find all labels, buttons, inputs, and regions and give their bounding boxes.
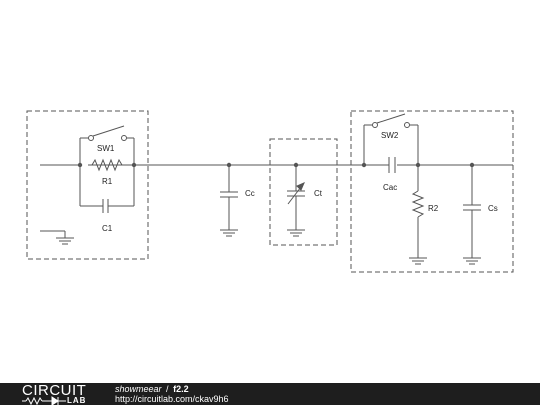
author-name[interactable]: showmeear — [115, 384, 162, 394]
group-box-left — [26, 110, 149, 260]
resistor-diode-icon — [22, 396, 66, 405]
footer-bar: CIRCUIT LAB showmeear / f2.2 http://circ… — [0, 383, 540, 405]
circuit-name[interactable]: f2.2 — [173, 384, 189, 394]
sw1-switch — [79, 125, 135, 165]
label-r2: R2 — [428, 204, 439, 213]
schematic-canvas: SW1 R1 C1 Cc Ct SW2 Cac R2 Cs — [26, 110, 514, 273]
junction-dots — [77, 162, 475, 168]
circuit-url[interactable]: http://circuitlab.com/ckav9h6 — [115, 394, 229, 404]
group-box-right — [350, 110, 514, 273]
circuit-meta: showmeear / f2.2 — [115, 384, 189, 394]
label-cac: Cac — [383, 183, 397, 192]
circuitlab-logo[interactable]: CIRCUIT LAB — [0, 383, 100, 405]
label-ct: Ct — [314, 189, 323, 198]
cac-capacitor — [388, 157, 397, 173]
label-cc: Cc — [245, 189, 255, 198]
label-r1: R1 — [102, 177, 113, 186]
ct-variable-capacitor — [287, 165, 305, 237]
logo-wordmark-top: CIRCUIT — [22, 382, 87, 399]
logo-wordmark-bottom: LAB — [67, 396, 87, 405]
c1-capacitor — [79, 165, 135, 213]
sw2-switch — [363, 113, 419, 165]
cs-capacitor — [463, 165, 481, 265]
r1-resistor — [80, 158, 123, 172]
meta-separator: / — [166, 384, 169, 394]
label-c1: C1 — [102, 224, 113, 233]
label-sw2: SW2 — [381, 131, 399, 140]
cc-capacitor — [220, 165, 238, 237]
group-box-ct — [269, 138, 338, 246]
r2-resistor — [409, 165, 427, 265]
label-sw1: SW1 — [97, 144, 115, 153]
label-cs: Cs — [488, 204, 498, 213]
ground-left — [40, 230, 74, 245]
